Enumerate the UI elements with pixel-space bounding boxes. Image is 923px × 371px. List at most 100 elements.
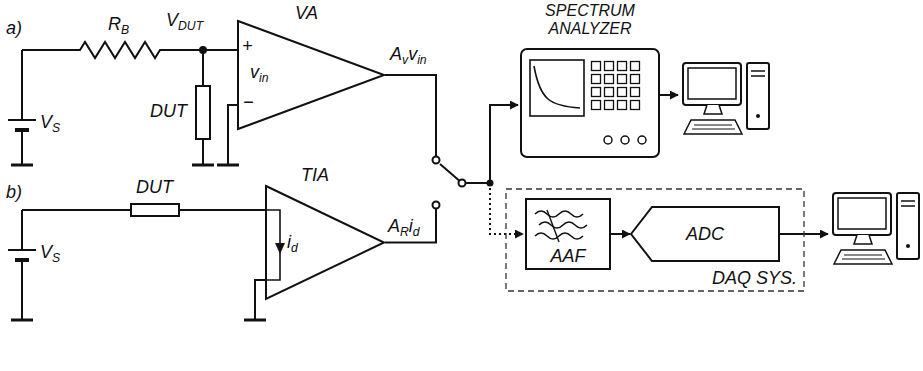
pin-label: + — [242, 36, 253, 56]
battery-plate — [8, 249, 36, 251]
instrument-screen — [530, 60, 584, 116]
text-run: A — [388, 216, 400, 236]
box-outline — [526, 199, 610, 269]
knob — [621, 136, 629, 144]
node-text: DUT — [145, 101, 187, 122]
filter-wave — [539, 222, 587, 228]
text-slot: AAF — [525, 246, 611, 267]
text-run: i — [287, 232, 291, 252]
box-outline — [131, 204, 179, 216]
wire-connector — [611, 233, 630, 235]
circuit-a — [8, 42, 436, 165]
source-label: VS — [40, 112, 60, 132]
amplifier-triangle — [266, 186, 384, 299]
text-slot: DUT — [145, 101, 187, 122]
button-grid — [590, 60, 642, 112]
switch-contact — [433, 157, 440, 164]
subscript: d — [291, 241, 298, 255]
subscript: d — [413, 225, 420, 239]
signal-name: vin — [250, 62, 269, 82]
current-label-slot: id — [287, 232, 298, 253]
part-label: a) — [6, 18, 22, 38]
box-outline — [196, 86, 210, 139]
dut-element: DUT — [130, 203, 180, 217]
filter-wave — [535, 233, 583, 239]
text-slot: DAQ SYS. — [712, 268, 797, 289]
text-run: R — [108, 14, 121, 34]
signal-name: ARid — [388, 216, 420, 236]
daq-system: DAQ SYS. AAF ADC — [505, 188, 805, 292]
text-slot: ADC — [630, 206, 780, 262]
knob — [604, 136, 612, 144]
instrument-case — [521, 49, 659, 157]
part-label-slot: b) — [6, 182, 22, 203]
switch-contact — [433, 202, 440, 209]
wire — [255, 280, 265, 320]
text-slot: VA — [295, 3, 318, 24]
text-run: i — [409, 216, 413, 236]
current-label: id — [287, 232, 298, 252]
wire-connector — [203, 50, 237, 85]
subscript: v — [402, 53, 408, 67]
signal-name: Avvin — [390, 44, 427, 64]
pin-label-slot: + — [242, 36, 253, 57]
converter-outline — [631, 207, 779, 261]
adc-block: ADC — [630, 206, 780, 262]
dut-element-outline — [195, 85, 211, 140]
source-label-slot: VS — [40, 112, 60, 133]
dut-element: DUT — [195, 85, 211, 140]
subscript: in — [417, 53, 427, 67]
subscript: S — [52, 251, 60, 265]
circuit-b — [244, 319, 266, 321]
node-text: DAQ SYS. — [712, 268, 797, 289]
battery-plate — [8, 119, 36, 121]
dut-element-outline — [130, 203, 180, 217]
text-run: v — [250, 62, 259, 82]
source-label: VS — [40, 242, 60, 262]
battery-plate — [15, 128, 29, 132]
part-label-slot: a) — [6, 18, 22, 39]
pin-label: − — [243, 92, 254, 112]
signal-arrow — [660, 94, 678, 96]
node-voltage: VDUT — [166, 10, 203, 30]
subscript: B — [121, 23, 129, 37]
signal-name-slot: vin — [250, 62, 269, 83]
selector-switch — [433, 105, 524, 234]
node-text: TIA — [301, 165, 329, 186]
node-voltage-slot: VDUT — [166, 10, 203, 31]
text-slot: TIA — [301, 165, 329, 186]
wire — [21, 50, 23, 165]
wire — [385, 75, 436, 157]
component-name-slot: RB — [108, 14, 129, 35]
spectrum-analyzer: SPECTRUM ANALYZER — [520, 48, 660, 158]
wire — [466, 182, 491, 184]
wire — [228, 105, 237, 165]
spectrum-analyzer-illustration — [521, 49, 769, 157]
text-run: v — [408, 44, 417, 64]
spectrum-trace — [534, 66, 580, 108]
spectrum-analyzer-illustration — [683, 63, 769, 134]
node-text: VA — [295, 3, 318, 24]
transimpedance-amplifier: TIA — [265, 185, 385, 300]
subscript: DUT — [178, 19, 203, 33]
subscript: R — [400, 225, 409, 239]
switch-pivot — [459, 180, 466, 187]
text-slot: DUT — [136, 177, 173, 198]
wire — [385, 209, 436, 243]
circuit-b — [8, 209, 436, 321]
signal-name-slot: ARid — [388, 216, 420, 237]
resistor-symbol — [22, 42, 203, 58]
text-run: A — [390, 44, 402, 64]
daq-output — [780, 193, 919, 264]
node-text: DUT — [136, 177, 173, 198]
text-slot: SPECTRUM ANALYZER — [520, 2, 660, 39]
battery-plate — [15, 258, 29, 262]
wire — [22, 209, 130, 211]
filter-wave — [535, 211, 583, 217]
wire — [202, 140, 204, 165]
current-arrow — [275, 243, 285, 254]
wire-connector — [180, 209, 265, 211]
subscript: in — [259, 71, 269, 85]
amplifier-triangle — [238, 21, 384, 129]
